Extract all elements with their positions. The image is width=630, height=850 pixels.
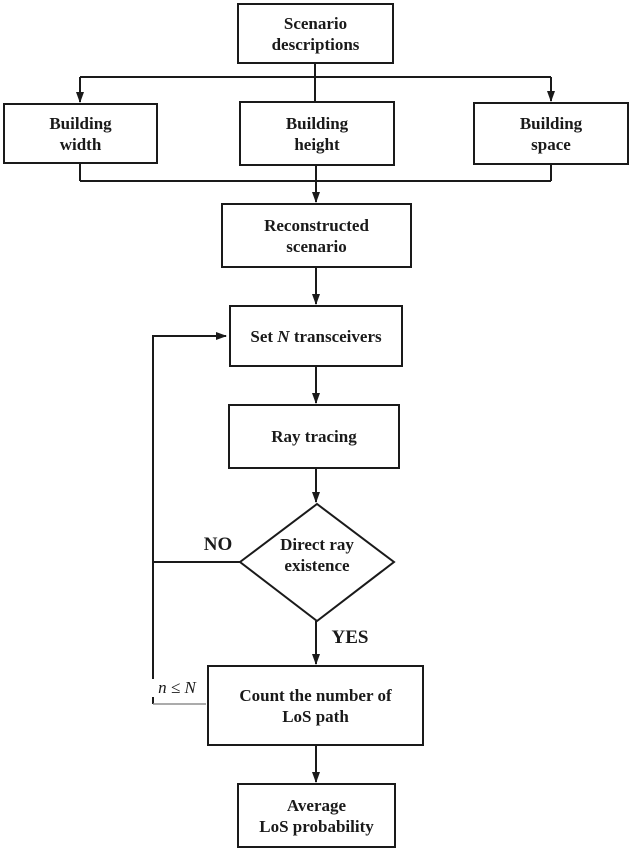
node-label-line: scenario xyxy=(286,236,347,256)
node-scenario-descriptions: Scenario descriptions xyxy=(237,3,394,64)
node-label-line: Building xyxy=(519,113,583,133)
node-label-line: Ray tracing xyxy=(271,427,357,446)
node-label-line: Direct ray xyxy=(280,535,354,554)
node-label-line: Count the number of xyxy=(239,685,392,705)
node-label-line: Set N transceivers xyxy=(250,326,381,347)
node-label-line: Scenario xyxy=(283,13,348,33)
edge-label-yes: YES xyxy=(331,627,369,648)
edge-label-loop-condition: n ≤ N xyxy=(148,679,206,697)
node-label-line: space xyxy=(531,134,571,154)
node-count-los-path: Count the number of LoS path xyxy=(207,665,424,746)
node-set-n-transceivers: Set N transceivers xyxy=(229,305,403,367)
node-label-line: height xyxy=(294,134,340,154)
set-label-variable-n: N xyxy=(277,326,290,346)
edge-loop-back xyxy=(152,332,227,704)
node-building-space: Building space xyxy=(473,102,629,165)
node-label-line: width xyxy=(59,134,102,154)
node-average-los-probability: Average LoS probability xyxy=(237,783,396,848)
node-label-line: LoS path xyxy=(282,706,349,726)
node-label-line: Reconstructed xyxy=(264,215,369,235)
node-reconstructed-scenario: Reconstructed scenario xyxy=(221,203,412,268)
set-label-pre: Set xyxy=(250,326,278,346)
node-label-line: descriptions xyxy=(271,34,360,54)
node-label-line: Building xyxy=(285,113,349,133)
node-label-line: Building xyxy=(49,113,112,133)
node-label-line: existence xyxy=(284,556,350,575)
node-label-line: LoS probability xyxy=(259,816,374,836)
node-label-line: Average xyxy=(286,795,347,815)
node-ray-tracing: Ray tracing xyxy=(228,404,400,469)
decision-diamond-shape xyxy=(238,502,396,623)
node-building-width: Building width xyxy=(3,103,158,164)
node-building-height: Building height xyxy=(239,101,395,166)
node-direct-ray-existence-label: Direct ray existence xyxy=(242,534,392,576)
set-label-post: transceivers xyxy=(289,326,382,346)
edge-label-no: NO xyxy=(203,534,233,555)
